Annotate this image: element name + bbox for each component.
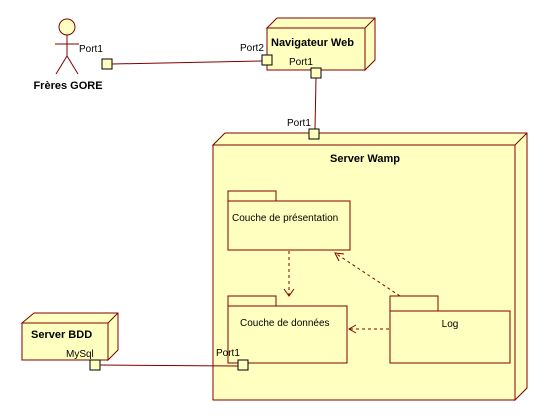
navigateur-port2[interactable] bbox=[261, 54, 273, 66]
actor-name: Frères GORE bbox=[33, 80, 102, 92]
package-couche-donnees[interactable]: Couche de données Port1 bbox=[216, 295, 348, 371]
package-label: Log bbox=[442, 319, 459, 330]
wamp-port1[interactable] bbox=[308, 128, 320, 140]
package-label: Couche de présentation bbox=[232, 213, 338, 224]
node-title: Navigateur Web bbox=[271, 37, 354, 49]
dependency-arrowhead bbox=[347, 324, 357, 334]
actor-freres-gore[interactable]: Frères GORE Port1 bbox=[33, 18, 113, 92]
donnees-port1[interactable] bbox=[237, 359, 249, 371]
connector-actor-navigateur bbox=[111, 60, 263, 65]
actor-port-label: Port1 bbox=[79, 44, 103, 55]
actor-port[interactable] bbox=[101, 58, 113, 70]
package-couche-presentation[interactable]: Couche de présentation bbox=[227, 190, 351, 251]
package-label: Couche de données bbox=[240, 318, 330, 329]
bdd-port-label: MySql bbox=[66, 349, 94, 360]
donnees-port1-label: Port1 bbox=[216, 348, 240, 359]
node-navigateur-web[interactable]: Navigateur Web Port2 Port1 bbox=[240, 17, 376, 79]
node-server-bdd[interactable]: Server BDD MySql bbox=[20, 312, 119, 371]
node-title: Server BDD bbox=[31, 329, 92, 341]
dependency-log-presentation bbox=[334, 252, 401, 297]
package-log[interactable]: Log bbox=[389, 295, 511, 364]
connector-navigateur-wamp bbox=[314, 77, 317, 130]
navigateur-port2-label: Port2 bbox=[240, 43, 264, 54]
wamp-port1-label: Port1 bbox=[287, 118, 311, 129]
connector-bdd-donnees bbox=[99, 364, 239, 367]
bdd-port-mysql[interactable] bbox=[89, 359, 101, 371]
dependency-arrowhead bbox=[283, 288, 295, 297]
node-title: Server Wamp bbox=[330, 153, 400, 165]
navigateur-port1-label: Port1 bbox=[289, 57, 313, 68]
navigateur-port1[interactable] bbox=[310, 67, 322, 79]
dependency-arrowhead bbox=[334, 252, 345, 262]
